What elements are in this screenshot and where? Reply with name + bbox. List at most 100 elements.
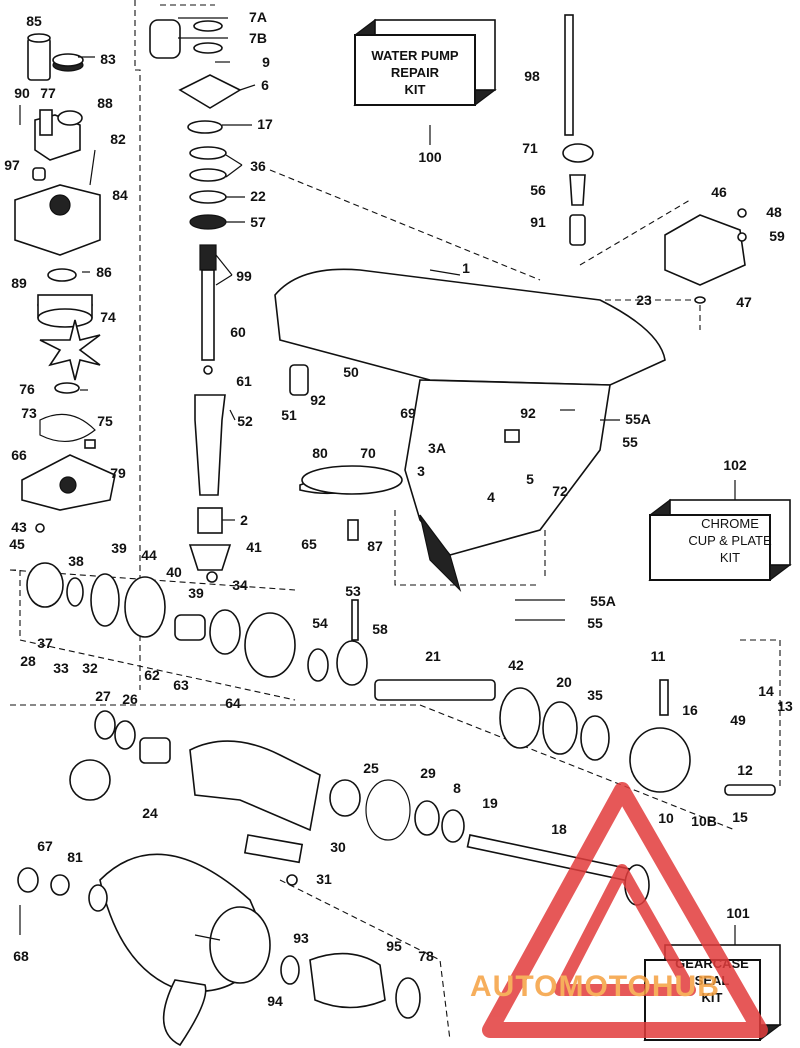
bearing-housing	[69, 710, 465, 886]
callout-6: 6	[261, 77, 269, 93]
callout-44: 44	[141, 547, 157, 563]
callout-43: 43	[11, 519, 27, 535]
callout-10: 10	[658, 810, 674, 826]
callout-8: 8	[453, 780, 461, 796]
callout-12: 12	[737, 762, 753, 778]
callout-98: 98	[524, 68, 540, 84]
callout-55-lower: 55	[587, 615, 603, 631]
callout-27: 27	[95, 688, 111, 704]
watermark-text: AUTOMOTOHUB	[470, 970, 720, 1003]
callout-14: 14	[758, 683, 774, 699]
water-pump-kit-line2: REPAIR	[391, 65, 440, 80]
callout-59: 59	[769, 228, 785, 244]
callout-57: 57	[250, 214, 266, 230]
callout-35: 35	[587, 687, 603, 703]
water-pump-kit-box: WATER PUMP REPAIR KIT 100	[353, 18, 497, 165]
watermark-triangle-outer-icon	[482, 782, 768, 1038]
callout-28: 28	[20, 653, 36, 669]
callout-39-upper: 39	[111, 540, 127, 556]
watermark: AUTOMOTOHUB	[470, 782, 768, 1038]
callout-61: 61	[236, 373, 252, 389]
callout-79: 79	[110, 465, 126, 481]
chrome-cup-kit-box: CHROME CUP & PLATE KIT 102	[648, 457, 792, 582]
callout-19: 19	[482, 795, 498, 811]
callout-48: 48	[766, 204, 782, 220]
callout-29: 29	[420, 765, 436, 781]
callout-10b: 10B	[691, 813, 717, 829]
callout-5: 5	[526, 471, 534, 487]
callout-99: 99	[236, 268, 252, 284]
callout-18: 18	[551, 821, 567, 837]
callout-91: 91	[530, 214, 546, 230]
callout-39-lower: 39	[188, 585, 204, 601]
callout-84: 84	[112, 187, 128, 203]
chrome-cup-kit-line1: CHROME	[701, 516, 759, 531]
callout-7a: 7A	[249, 9, 267, 25]
callout-41: 41	[246, 539, 262, 555]
callout-55-upper: 55	[622, 434, 638, 450]
callout-21: 21	[425, 648, 441, 664]
propeller-shaft-assembly	[307, 599, 776, 906]
forward-gear-assembly	[26, 562, 296, 678]
water-pump-parts	[14, 33, 116, 533]
callout-92-left: 92	[310, 392, 326, 408]
callout-9: 9	[262, 54, 270, 70]
callout-92-right: 92	[520, 405, 536, 421]
gearcase-housing	[274, 268, 666, 593]
chrome-cup-kit-number: 102	[723, 457, 747, 473]
leader-lines	[78, 17, 620, 941]
callout-11: 11	[651, 648, 666, 664]
callout-34: 34	[232, 577, 248, 593]
callout-74: 74	[100, 309, 116, 325]
callout-23: 23	[636, 292, 652, 308]
callout-87: 87	[367, 538, 383, 554]
propeller	[17, 853, 421, 1047]
callout-2: 2	[240, 512, 248, 528]
callout-68: 68	[13, 948, 29, 964]
callout-50: 50	[343, 364, 359, 380]
callout-94: 94	[267, 993, 283, 1009]
callout-33: 33	[53, 660, 69, 676]
callout-1: 1	[462, 260, 470, 276]
callout-65: 65	[301, 536, 317, 552]
callout-24: 24	[142, 805, 158, 821]
callout-95: 95	[386, 938, 402, 954]
upper-right-parts	[562, 14, 747, 304]
callout-97: 97	[4, 157, 20, 173]
gearcase-seal-kit-number: 101	[726, 905, 750, 921]
callout-51: 51	[281, 407, 297, 423]
callout-53: 53	[345, 583, 361, 599]
callout-20: 20	[556, 674, 572, 690]
callout-45: 45	[9, 536, 25, 552]
callout-3: 3	[417, 463, 425, 479]
water-pump-kit-line3: KIT	[405, 82, 426, 97]
callout-52: 52	[237, 413, 253, 429]
callout-63: 63	[173, 677, 189, 693]
callout-85: 85	[26, 13, 42, 29]
callout-46: 46	[711, 184, 727, 200]
callout-15: 15	[732, 809, 748, 825]
callout-76: 76	[19, 381, 35, 397]
chrome-cup-kit-line3: KIT	[720, 550, 740, 565]
callout-13: 13	[777, 698, 793, 714]
callout-47: 47	[736, 294, 752, 310]
callout-26: 26	[122, 691, 138, 707]
callout-42: 42	[508, 657, 524, 673]
callout-71: 71	[522, 140, 538, 156]
callout-37: 37	[37, 635, 53, 651]
callout-30: 30	[330, 839, 346, 855]
callout-82: 82	[110, 131, 126, 147]
callout-78: 78	[418, 948, 434, 964]
callout-62: 62	[144, 667, 160, 683]
callout-25: 25	[363, 760, 379, 776]
callout-56: 56	[530, 182, 546, 198]
callout-40: 40	[166, 564, 182, 580]
callout-32: 32	[82, 660, 98, 676]
callout-60: 60	[230, 324, 246, 340]
callout-67: 67	[37, 838, 53, 854]
callout-73: 73	[21, 405, 37, 421]
callout-54: 54	[312, 615, 328, 631]
callout-17: 17	[257, 116, 273, 132]
callout-4: 4	[487, 489, 495, 505]
